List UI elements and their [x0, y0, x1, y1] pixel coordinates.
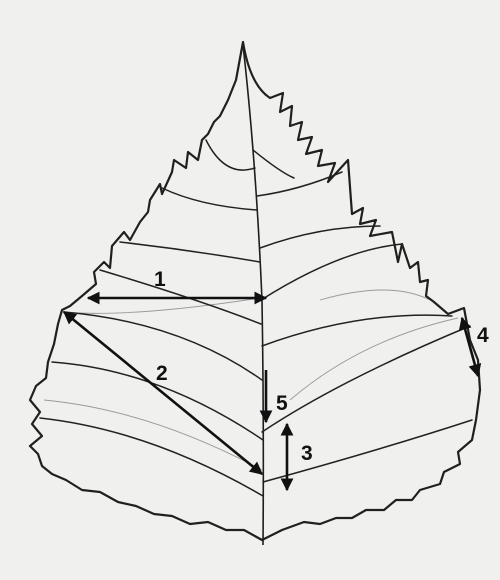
label-2: 2	[156, 362, 168, 385]
label-1: 1	[154, 268, 166, 291]
label-4: 4	[477, 324, 489, 347]
label-3: 3	[301, 442, 313, 465]
label-5: 5	[276, 392, 288, 415]
